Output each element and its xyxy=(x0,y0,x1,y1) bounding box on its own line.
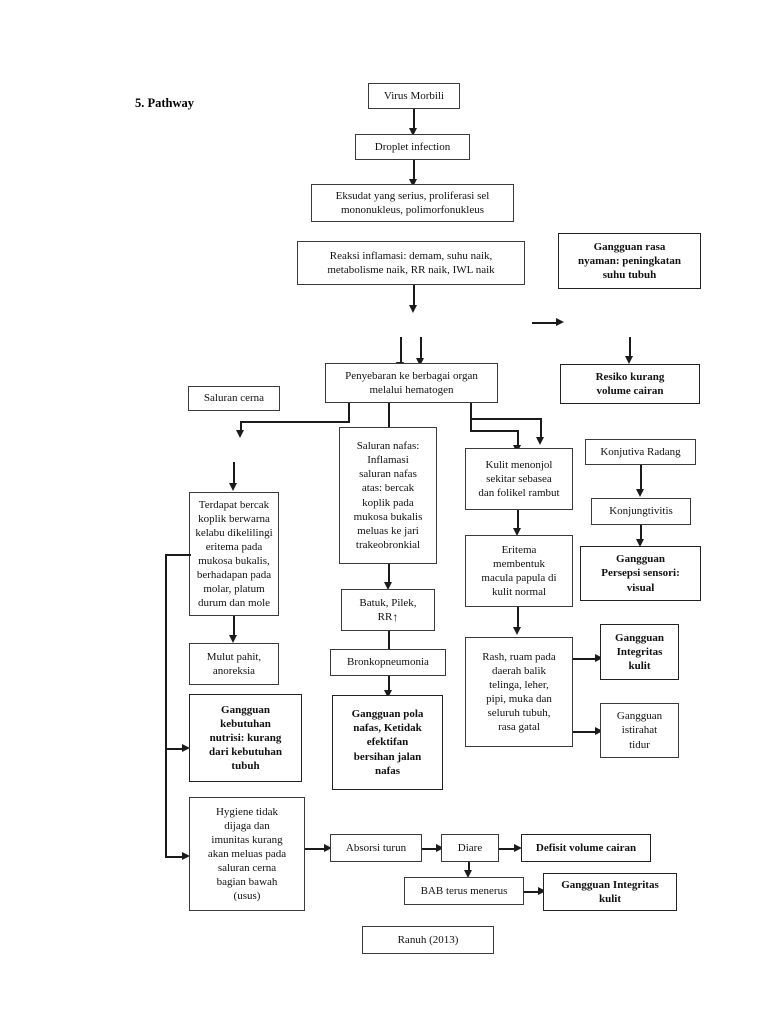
node-resiko-kurang-volume-cairan[interactable]: Resiko kurang volume cairan xyxy=(560,364,700,404)
arrowhead-absorsi-to-diare xyxy=(436,844,444,852)
arrowhead-to-resiko-kurang xyxy=(625,356,633,364)
arrowhead-bronko-to-gangguanpola xyxy=(384,690,392,698)
arrowhead-rail-to-nutrisi xyxy=(182,744,190,752)
page-title: 5. Pathway xyxy=(135,96,195,110)
arrowhead-eritema-to-rash xyxy=(513,627,521,635)
node-eritema[interactable]: Eritema membentuk macula papula di kulit… xyxy=(465,535,573,607)
edge-droplet-to-eksudat xyxy=(413,160,415,181)
node-bab-terus-menerus[interactable]: BAB terus menerus xyxy=(404,877,524,905)
node-droplet-infection[interactable]: Droplet infection xyxy=(355,134,470,160)
node-terdapat-bercak[interactable]: Terdapat bercak koplik berwarna kelabu d… xyxy=(189,492,279,616)
node-defisit-volume-cairan[interactable]: Defisit volume cairan xyxy=(521,834,651,862)
node-kulit-menonjol[interactable]: Kulit menonjol sekitar sebasea dan folik… xyxy=(465,448,573,510)
edge-reaksi-down-3 xyxy=(420,337,422,361)
arrowhead-hygiene-to-absorsi xyxy=(324,844,332,852)
node-gangguan-rasa-nyaman[interactable]: Gangguan rasa nyaman: peningkatan suhu t… xyxy=(558,233,701,289)
edge-bab-to-integritas2 xyxy=(524,891,541,894)
edge-diare-to-defisit xyxy=(499,848,517,851)
arrowhead-droplet-to-eksudat xyxy=(409,179,417,187)
node-konjungtivitis[interactable]: Konjungtivitis xyxy=(591,498,691,525)
arrowhead-floating-right xyxy=(556,318,564,326)
edge-hygiene-to-absorsi xyxy=(305,848,328,851)
edge-absorsi-to-diare xyxy=(422,848,439,851)
edge-penyebaran-to-salurannafas xyxy=(388,403,390,427)
arrowhead-kulit-to-eritema xyxy=(513,528,521,536)
edge-bercak-left-stub xyxy=(165,554,191,557)
arrowhead-konjungtivitis-to-persepsi xyxy=(636,539,644,547)
arrowhead-diare-to-defisit xyxy=(514,844,522,852)
node-source-citation: Ranuh (2013) xyxy=(362,926,494,954)
edge-bronko-to-gangguanpola xyxy=(388,676,390,692)
edge-kulit-to-eritema xyxy=(517,510,519,531)
arrowhead-reaksi-down-3 xyxy=(416,358,424,366)
node-batuk-pilek-rr[interactable]: Batuk, Pilek, RR↑ xyxy=(341,589,435,631)
arrowhead-salurancerna-down xyxy=(229,483,237,491)
node-penyebaran[interactable]: Penyebaran ke berbagai organ melalui hem… xyxy=(325,363,498,403)
arrowhead-rash-to-istirahat xyxy=(595,727,603,735)
arrowhead-virus-to-droplet xyxy=(409,128,417,136)
edge-eritema-to-rash xyxy=(517,607,519,631)
edge-penyebaran-kulit-v2 xyxy=(517,430,519,448)
edge-to-resiko-kurang xyxy=(629,337,631,359)
edge-reaksi-down-1 xyxy=(413,285,415,307)
arrowhead-penyebaran-to-konjutiva xyxy=(536,437,544,445)
node-mulut-pahit[interactable]: Mulut pahit, anoreksia xyxy=(189,643,279,685)
edge-rash-to-integritas xyxy=(573,658,599,661)
node-konjutiva-radang[interactable]: Konjutiva Radang xyxy=(585,439,696,465)
node-gangguan-persepsi-sensori[interactable]: Gangguan Persepsi sensori: visual xyxy=(580,546,701,601)
edge-batuk-to-bronko xyxy=(388,631,390,651)
edge-salurannafas-to-batuk xyxy=(388,564,390,584)
edge-rail-to-nutrisi xyxy=(165,748,186,751)
edge-reaksi-down-2 xyxy=(400,337,402,365)
edge-penyebaran-kulit-h1 xyxy=(470,430,518,432)
arrowhead-rail-to-hygiene xyxy=(182,852,190,860)
node-eksudat[interactable]: Eksudat yang serius, proliferasi sel mon… xyxy=(311,184,514,222)
node-virus-morbili[interactable]: Virus Morbili xyxy=(368,83,460,109)
edge-left-rail xyxy=(165,554,168,857)
node-diare[interactable]: Diare xyxy=(441,834,499,862)
node-absorsi-turun[interactable]: Absorsi turun xyxy=(330,834,422,862)
node-saluran-nafas[interactable]: Saluran nafas: Inflamasi saluran nafas a… xyxy=(339,427,437,564)
edge-salurancerna-down xyxy=(233,462,235,486)
edge-diare-to-bab xyxy=(468,862,470,874)
arrowhead-penyebaran-left xyxy=(236,430,244,438)
edge-penyebaran-kulit-v1 xyxy=(470,403,472,431)
up-arrow-icon: ↑ xyxy=(392,610,399,624)
arrowhead-rash-to-integritas xyxy=(595,654,603,662)
edge-virus-to-droplet xyxy=(413,109,415,130)
node-hygiene-tidak-dijaga[interactable]: Hygiene tidak dijaga dan imunitas kurang… xyxy=(189,797,305,911)
node-bronkopneumonia[interactable]: Bronkopneumonia xyxy=(330,649,446,676)
edge-konjungtivitis-to-persepsi xyxy=(640,525,643,541)
edge-rash-to-istirahat xyxy=(573,731,599,734)
arrowhead-bercak-to-mulut xyxy=(229,635,237,643)
arrowhead-konjutiva-to-konjungtivitis xyxy=(636,489,644,497)
edge-floating-right xyxy=(532,322,558,324)
node-gangguan-integritas-kulit-1[interactable]: Gangguan Integritas kulit xyxy=(600,624,679,680)
arrowhead-salurannafas-to-batuk xyxy=(384,582,392,590)
edge-bercak-to-mulut xyxy=(233,616,235,637)
node-saluran-cerna[interactable]: Saluran cerna xyxy=(188,386,280,411)
arrowhead-bab-to-integritas2 xyxy=(538,887,546,895)
node-gangguan-integritas-kulit-2[interactable]: Gangguan Integritas kulit xyxy=(543,873,677,911)
edge-penyebaran-right-h1 xyxy=(470,418,542,420)
node-rash-ruam[interactable]: Rash, ruam pada daerah balik telinga, le… xyxy=(465,637,573,747)
edge-penyebaran-to-salurancerna-v xyxy=(240,421,242,433)
arrowhead-reaksi-down-1 xyxy=(409,305,417,313)
node-gangguan-kebutuhan-nutrisi[interactable]: Gangguan kebutuhan nutrisi: kurang dari … xyxy=(189,694,302,782)
node-reaksi-inflamasi[interactable]: Reaksi inflamasi: demam, suhu naik, meta… xyxy=(297,241,525,285)
edge-rail-to-hygiene xyxy=(165,856,186,859)
edge-penyebaran-elbow-h1 xyxy=(240,421,350,423)
arrowhead-diare-to-bab xyxy=(464,870,472,878)
node-gangguan-istirahat-tidur[interactable]: Gangguan istirahat tidur xyxy=(600,703,679,758)
edge-penyebaran-right-v2 xyxy=(540,418,542,440)
edge-penyebaran-elbow-v1 xyxy=(348,403,350,423)
node-gangguan-pola-nafas[interactable]: Gangguan pola nafas, Ketidak efektifan b… xyxy=(332,695,443,790)
edge-konjutiva-to-konjungtivitis xyxy=(640,465,642,491)
